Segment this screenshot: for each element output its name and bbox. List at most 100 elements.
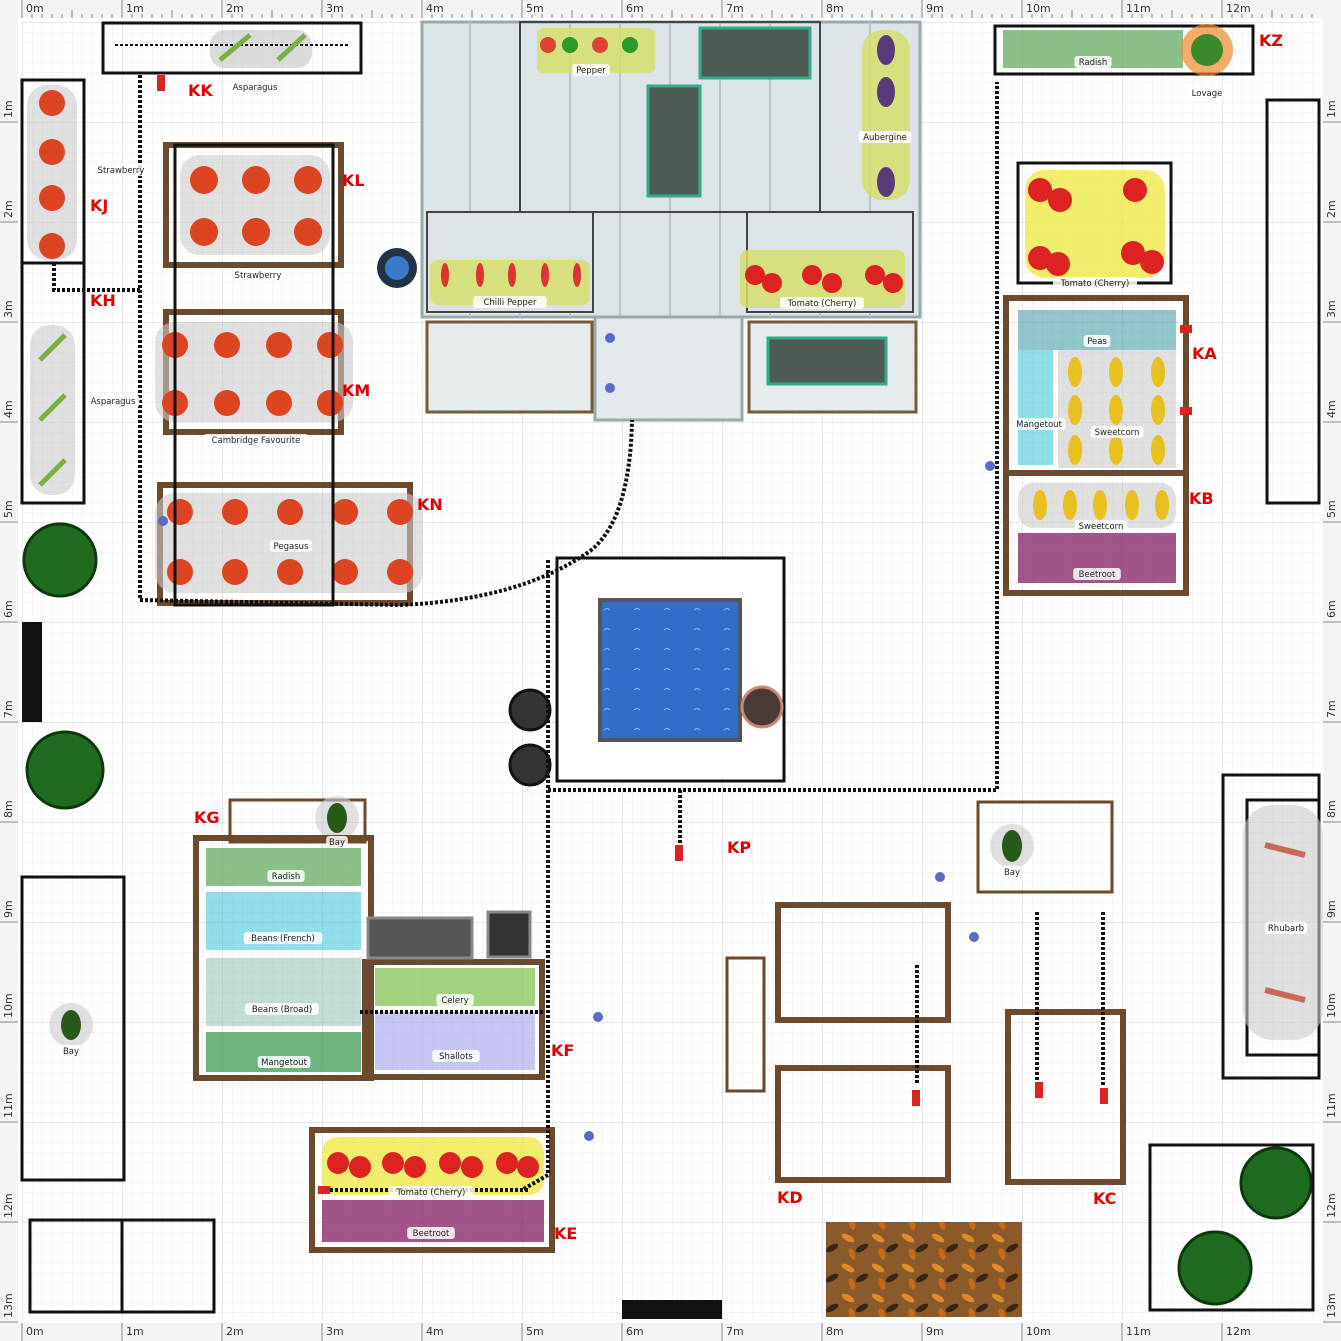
ruler-label: 12m xyxy=(2,1193,15,1218)
ruler-label: 3m xyxy=(326,2,344,15)
plant-label: Tomato (Cherry) xyxy=(787,299,857,309)
plant-label: Radish xyxy=(1079,58,1108,68)
pipe-end-icon xyxy=(157,75,1192,1194)
left-ruler xyxy=(0,0,18,1341)
plant-label: Sweetcorn xyxy=(1095,428,1140,438)
bottom-ruler xyxy=(0,1323,1341,1341)
plant-label: Strawberry xyxy=(98,166,145,176)
bed-kk xyxy=(101,21,363,75)
ruler-label: 2m xyxy=(1325,200,1338,218)
leaf-mould xyxy=(826,1222,1022,1317)
plant-label: Beans (Broad) xyxy=(252,1005,312,1015)
bed-label-kb[interactable]: KB xyxy=(1189,489,1214,508)
plant-label: Sweetcorn xyxy=(1079,522,1124,532)
plant-label: Tomato (Cherry) xyxy=(396,1188,466,1198)
bed-ka xyxy=(1003,295,1189,476)
pond xyxy=(508,556,786,787)
bed-label-kl[interactable]: KL xyxy=(342,171,365,190)
plant-label: Celery xyxy=(441,996,468,1006)
ruler-label: 1m xyxy=(126,1325,144,1338)
plant-label: Asparagus xyxy=(233,83,278,93)
bed-label-kz[interactable]: KZ xyxy=(1259,31,1283,50)
compost-bin-2 xyxy=(120,1218,216,1314)
ruler-label: 10m xyxy=(1325,993,1338,1018)
bay-left-bed xyxy=(20,875,126,1182)
bed-kh xyxy=(20,261,86,505)
plant-label: Peas xyxy=(1087,337,1107,347)
bed-kd xyxy=(775,902,951,1183)
plant-label: Beans (French) xyxy=(251,934,315,944)
bed-label-kn[interactable]: KN xyxy=(417,495,443,514)
ruler-label: 10m xyxy=(1026,1325,1051,1338)
ruler-label: 4m xyxy=(2,400,15,418)
ruler-label: 5m xyxy=(526,2,544,15)
ruler-label: 12m xyxy=(1226,1325,1251,1338)
plant-label: Pegasus xyxy=(274,542,309,552)
bottom-right-bed xyxy=(1148,1143,1315,1312)
bed-kl xyxy=(163,142,344,268)
right-ruler xyxy=(1323,0,1341,1341)
plant-label: Chilli Pepper xyxy=(483,298,537,308)
ruler-label: 8m xyxy=(826,2,844,15)
plant-label: Aubergine xyxy=(863,133,907,143)
bed-label-ka[interactable]: KA xyxy=(1192,344,1217,363)
ruler-label: 2m xyxy=(226,2,244,15)
top-ruler xyxy=(0,0,1341,18)
ruler-label: 13m xyxy=(1325,1293,1338,1318)
ruler-label: 9m xyxy=(926,2,944,15)
ruler-label: 4m xyxy=(426,2,444,15)
bed-label-kh[interactable]: KH xyxy=(90,291,116,310)
ruler-label: 6m xyxy=(1325,600,1338,618)
ruler-label: 13m xyxy=(2,1293,15,1318)
ruler-label: 6m xyxy=(626,1325,644,1338)
bed-tomato-kz xyxy=(1016,161,1173,285)
ruler-label: 2m xyxy=(2,200,15,218)
ruler-label: 7m xyxy=(726,1325,744,1338)
ruler-label: 10m xyxy=(2,993,15,1018)
sprinkler-icon xyxy=(158,333,995,1141)
ruler-label: 4m xyxy=(426,1325,444,1338)
ruler-label: 6m xyxy=(626,2,644,15)
ruler-label: 0m xyxy=(26,2,44,15)
ruler-label: 11m xyxy=(1325,1093,1338,1118)
bed-label-kd[interactable]: KD xyxy=(777,1188,803,1207)
bed-label-ke[interactable]: KE xyxy=(554,1224,577,1243)
ruler-label: 5m xyxy=(526,1325,544,1338)
ruler-label: 9m xyxy=(2,900,15,918)
ruler-label: 3m xyxy=(2,300,15,318)
ruler-label: 1m xyxy=(126,2,144,15)
ruler-label: 8m xyxy=(2,800,15,818)
ruler-label: 6m xyxy=(2,600,15,618)
ruler-label: 1m xyxy=(1325,100,1338,118)
plant-label: Shallots xyxy=(439,1052,473,1062)
bed-label-kk[interactable]: KK xyxy=(188,81,213,100)
bed-label-kj[interactable]: KJ xyxy=(90,196,108,215)
bed-label-km[interactable]: KM xyxy=(342,381,370,400)
ruler-label: 11m xyxy=(2,1093,15,1118)
ruler-label: 10m xyxy=(1026,2,1051,15)
gate-bottom xyxy=(622,1300,722,1319)
ruler-label: 12m xyxy=(1325,1193,1338,1218)
gate xyxy=(22,622,42,722)
bed-kj xyxy=(20,78,86,265)
plant-label: Radish xyxy=(272,872,301,882)
ruler-label: 3m xyxy=(1325,300,1338,318)
plant-label: Mangetout xyxy=(1016,420,1062,430)
ruler-label: 7m xyxy=(2,700,15,718)
plant-label: Beetroot xyxy=(413,1229,450,1239)
ruler-label: 8m xyxy=(1325,800,1338,818)
ruler-label: 11m xyxy=(1126,1325,1151,1338)
bed-kc xyxy=(1005,1009,1126,1185)
bed-label-kf[interactable]: KF xyxy=(551,1041,574,1060)
bed-label-kc[interactable]: KC xyxy=(1093,1189,1116,1208)
bed-label-kg[interactable]: KG xyxy=(194,808,220,827)
bed-label-kp[interactable]: KP xyxy=(727,838,751,857)
ruler-label: 5m xyxy=(1325,500,1338,518)
ruler-label: 9m xyxy=(1325,900,1338,918)
ruler-label: 1m xyxy=(2,100,15,118)
plant-label: Pepper xyxy=(576,66,606,76)
plant-label: Cambridge Favourite xyxy=(212,436,301,446)
plant-label: Bay xyxy=(63,1047,79,1057)
plant-label: Bay xyxy=(1004,868,1020,878)
